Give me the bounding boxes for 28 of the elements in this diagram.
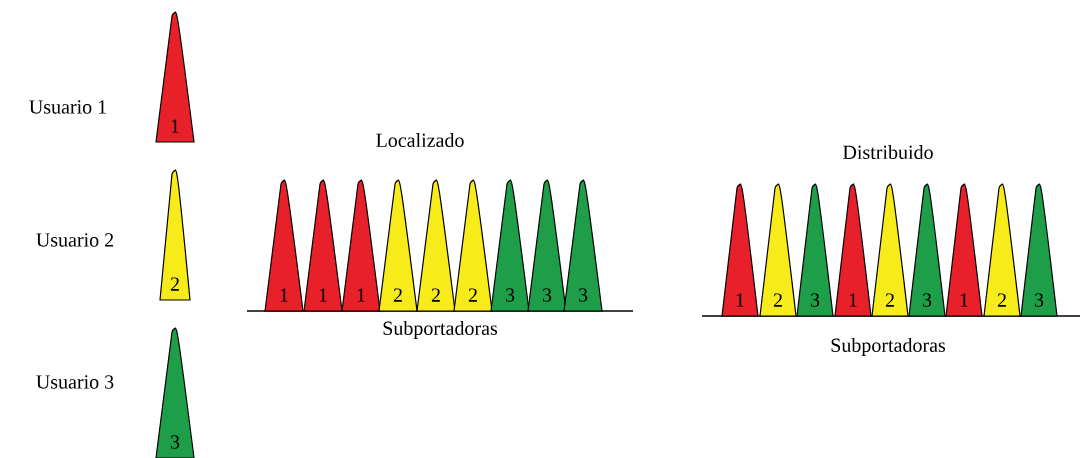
peak: 3 — [490, 179, 530, 312]
peak: 1 — [341, 179, 381, 312]
axis-label: Distribuido — [843, 145, 933, 160]
axis-label: Localizado — [376, 133, 464, 148]
peak: 3 — [527, 179, 567, 312]
peak: 2 — [983, 183, 1021, 317]
peak: 1 — [303, 179, 343, 312]
user-label: Usuario 3 — [36, 375, 114, 389]
peak: 3 — [908, 183, 946, 317]
peak: 1 — [945, 183, 983, 317]
peak: 3 — [796, 183, 834, 317]
peak: 2 — [453, 179, 493, 312]
peak: 2 — [159, 169, 191, 301]
peak: 1 — [721, 183, 759, 317]
axis-label: Subportadoras — [831, 337, 946, 357]
user-label: Usuario 1 — [29, 100, 106, 114]
peak: 2 — [871, 183, 909, 317]
peak: 3 — [155, 327, 195, 458]
peak: 1 — [834, 183, 872, 317]
peak: 2 — [416, 179, 456, 312]
peak: 2 — [378, 179, 418, 312]
peak: 1 — [264, 179, 304, 312]
peak: 1 — [155, 11, 195, 143]
peak: 3 — [1020, 183, 1058, 317]
user-label: Usuario 2 — [36, 233, 114, 247]
peak: 2 — [759, 183, 797, 317]
peak: 3 — [563, 179, 603, 312]
axis-label: Subportadoras — [383, 320, 498, 340]
